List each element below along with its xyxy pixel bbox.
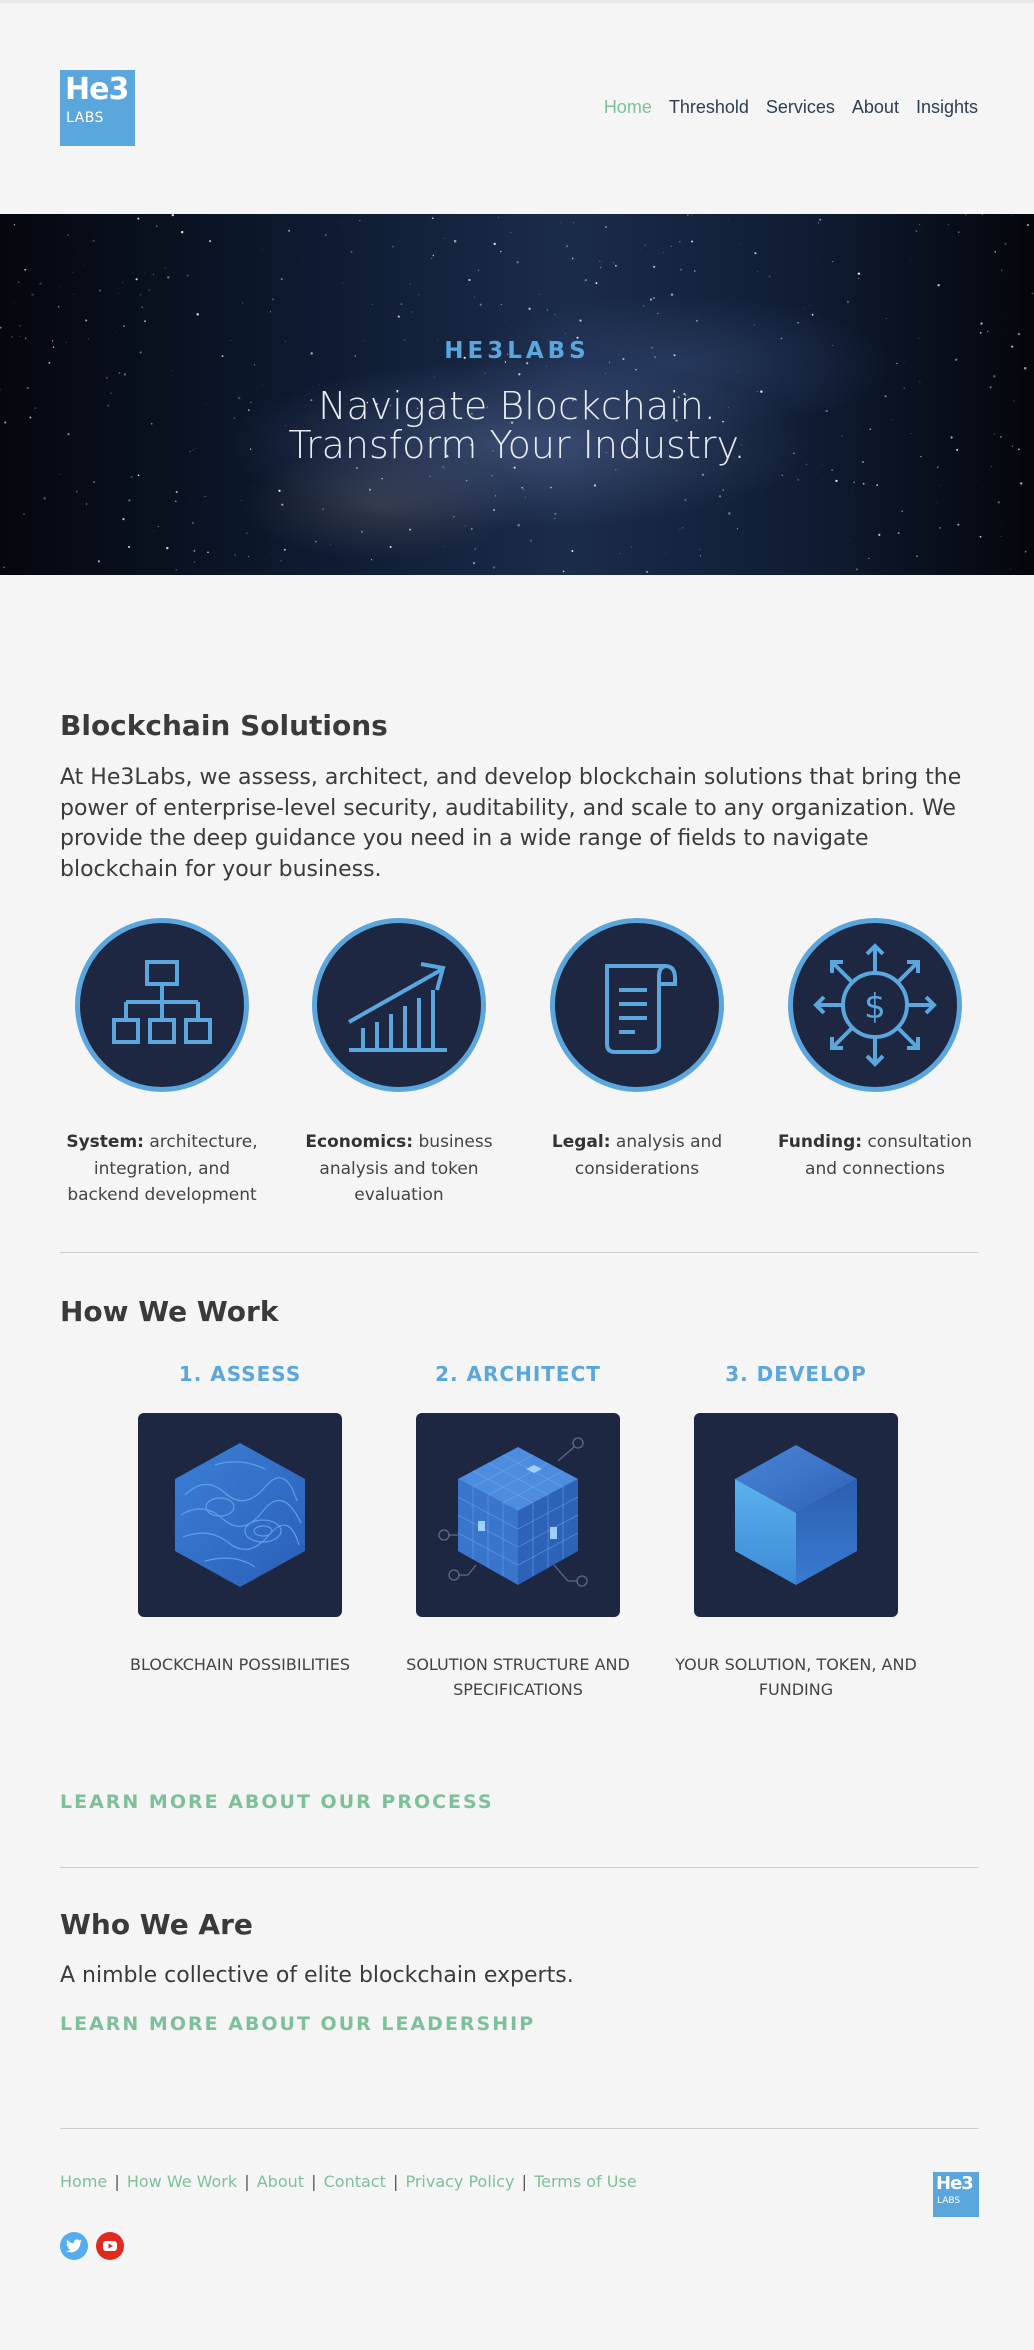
solution-funding: $ Funding: consultation and connections bbox=[776, 918, 974, 1182]
footer-link-about[interactable]: About bbox=[256, 2172, 305, 2191]
youtube-icon[interactable] bbox=[96, 2232, 124, 2260]
solution-system: System: architecture, integration, and b… bbox=[63, 918, 261, 1209]
footer-links: Home | How We Work | About | Contact | P… bbox=[60, 2172, 637, 2191]
section-divider bbox=[60, 1867, 979, 1868]
main-nav: Home Threshold Services About Insights bbox=[604, 97, 978, 118]
growth-chart-icon bbox=[312, 918, 486, 1092]
hero-headline-2: Transform Your Industry. bbox=[288, 423, 746, 467]
how-title: How We Work bbox=[60, 1295, 279, 1328]
footer-separator: | bbox=[311, 2172, 317, 2191]
footer-link-contact[interactable]: Contact bbox=[323, 2172, 386, 2191]
solutions-title: Blockchain Solutions bbox=[60, 709, 388, 742]
who-lead: A nimble collective of elite blockchain … bbox=[60, 1963, 574, 1988]
solution-caption: System: architecture, integration, and b… bbox=[66, 1132, 258, 1205]
hero-banner: HE3LABS Navigate Blockchain. Transform Y… bbox=[0, 214, 1034, 575]
footer-separator: | bbox=[114, 2172, 120, 2191]
nav-threshold[interactable]: Threshold bbox=[668, 97, 749, 117]
footer-logo-sub: LABS bbox=[937, 2196, 961, 2206]
footer-link-home[interactable]: Home bbox=[60, 2172, 108, 2191]
footer-link-privacy[interactable]: Privacy Policy bbox=[405, 2172, 515, 2191]
process-link[interactable]: LEARN MORE ABOUT OUR PROCESS bbox=[60, 1791, 494, 1813]
footer-separator: | bbox=[392, 2172, 399, 2191]
nav-home[interactable]: Home bbox=[603, 97, 652, 117]
step-caption: Your solution, token, and funding bbox=[675, 1655, 917, 1699]
solution-legal: Legal: analysis and considerations bbox=[538, 918, 736, 1182]
hero-brand: HE3LABS bbox=[444, 338, 590, 364]
site-header: He3 LABS Home Threshold Services About I… bbox=[0, 0, 1034, 214]
footer-link-how-we-work[interactable]: How We Work bbox=[126, 2172, 238, 2191]
solutions-grid: System: architecture, integration, and b… bbox=[60, 918, 980, 1218]
step-caption: Blockchain possibilities bbox=[130, 1655, 350, 1674]
logo-main-text: He3 bbox=[65, 72, 129, 107]
footer-separator: | bbox=[521, 2172, 527, 2191]
process-steps: 1. ASSESS bbox=[0, 1354, 1034, 1714]
solution-caption: Economics: business analysis and token e… bbox=[305, 1132, 493, 1205]
step-assess: 1. ASSESS bbox=[110, 1354, 370, 1677]
solid-cube-icon bbox=[694, 1413, 898, 1617]
logo-sub-text: LABS bbox=[66, 110, 104, 126]
step-architect: 2. ARCHITECT bbox=[388, 1354, 648, 1702]
footer-logo[interactable]: He3 LABS bbox=[933, 2172, 979, 2217]
top-border bbox=[0, 0, 1034, 3]
section-divider bbox=[60, 1252, 979, 1253]
who-title: Who We Are bbox=[60, 1908, 253, 1941]
topographic-hexagon-icon bbox=[138, 1413, 342, 1617]
document-scroll-icon bbox=[550, 918, 724, 1092]
step-title: 1. ASSESS bbox=[178, 1362, 302, 1386]
svg-text:$: $ bbox=[864, 987, 886, 1027]
grid-cube-icon bbox=[416, 1413, 620, 1617]
step-caption: Solution structure and specifications bbox=[406, 1655, 630, 1699]
dollar-network-icon: $ bbox=[788, 918, 962, 1092]
starfield-background bbox=[0, 214, 1033, 575]
nav-insights[interactable]: Insights bbox=[915, 97, 978, 117]
solutions-lead: At He3Labs, we assess, architect, and de… bbox=[60, 765, 962, 882]
solution-caption: Legal: analysis and considerations bbox=[551, 1132, 723, 1179]
hierarchy-icon bbox=[75, 918, 249, 1092]
hero-headline-1: Navigate Blockchain. bbox=[318, 384, 716, 428]
footer-separator: | bbox=[244, 2172, 250, 2191]
twitter-icon[interactable] bbox=[60, 2232, 88, 2260]
step-title: 2. ARCHITECT bbox=[435, 1362, 601, 1386]
step-develop: 3. DEVELOP Your solution, token, and fun… bbox=[666, 1354, 926, 1702]
solution-economics: Economics: business analysis and token e… bbox=[300, 918, 498, 1209]
footer-link-terms[interactable]: Terms of Use bbox=[534, 2172, 637, 2191]
step-title: 3. DEVELOP bbox=[725, 1362, 867, 1386]
nav-services[interactable]: Services bbox=[765, 97, 835, 117]
footer-divider bbox=[60, 2128, 979, 2129]
site-logo[interactable]: He3 LABS bbox=[60, 70, 135, 146]
solution-caption: Funding: consultation and connections bbox=[778, 1132, 972, 1179]
footer-logo-main: He3 bbox=[936, 2173, 974, 2194]
nav-about[interactable]: About bbox=[851, 97, 899, 117]
leadership-link[interactable]: LEARN MORE ABOUT OUR LEADERSHIP bbox=[60, 2013, 536, 2035]
